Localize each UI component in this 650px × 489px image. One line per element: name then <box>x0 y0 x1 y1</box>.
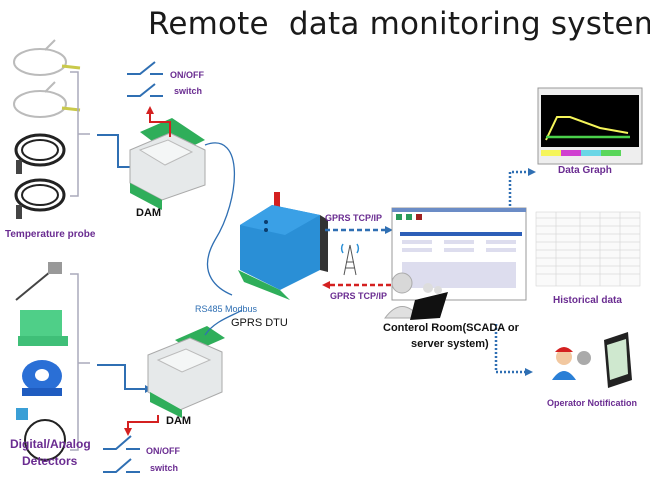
thermocouple-icon <box>15 262 62 301</box>
data-graph-window <box>537 87 643 165</box>
historical-data-table <box>535 211 641 287</box>
diagram-title: Remote data monitoring system <box>148 6 650 42</box>
operators-icon <box>384 272 448 320</box>
temperature-probe-1-icon <box>13 39 81 76</box>
control-room-label-line1: Conterol Room(SCADA or <box>383 322 519 334</box>
scada-software-window <box>391 207 527 301</box>
historical-data-label: Historical data <box>553 295 622 306</box>
operator-notification-label: Operator Notification <box>547 398 638 408</box>
detectors-label-line1: Digital/Analog <box>10 437 91 451</box>
gprs-dtu-label: GPRS DTU <box>231 317 288 329</box>
pressure-sensor-icon <box>16 408 66 461</box>
detectors-label-line2: Detectors <box>22 454 78 468</box>
switch-top-label-line1: ON/OFF <box>170 70 204 80</box>
operator-notification-icon <box>552 332 632 388</box>
rs485-modbus-label: RS485 Modbus <box>195 304 258 314</box>
dam-top-device <box>129 118 206 210</box>
temperature-probe-label: Temperature probe <box>5 229 96 240</box>
temperature-probe-2-icon <box>13 81 81 118</box>
gprs-dtu-device <box>238 192 328 300</box>
switch-top-label-line2: switch <box>174 86 203 96</box>
control-room-label-line2: server system) <box>411 338 489 350</box>
temperature-probe-3-icon <box>14 133 66 174</box>
dam-bottom-device <box>147 326 225 418</box>
gprs-downlink-label: GPRS TCP/IP <box>330 291 388 301</box>
dam-top-label: DAM <box>136 207 162 219</box>
dam-bottom-label: DAM <box>166 415 192 427</box>
gprs-uplink-label: GPRS TCP/IP <box>325 213 383 223</box>
switch-top-icon <box>127 61 163 97</box>
radio-tower-icon <box>340 243 360 276</box>
data-graph-label: Data Graph <box>558 165 612 176</box>
current-sensor-icon <box>22 360 62 396</box>
switch-bottom-label-line1: ON/OFF <box>146 446 180 456</box>
switch-bottom-label-line2: switch <box>150 463 179 473</box>
temperature-probe-4-icon <box>14 178 66 219</box>
switch-bottom-icon <box>103 435 140 473</box>
transmitter-module-icon <box>18 310 68 346</box>
